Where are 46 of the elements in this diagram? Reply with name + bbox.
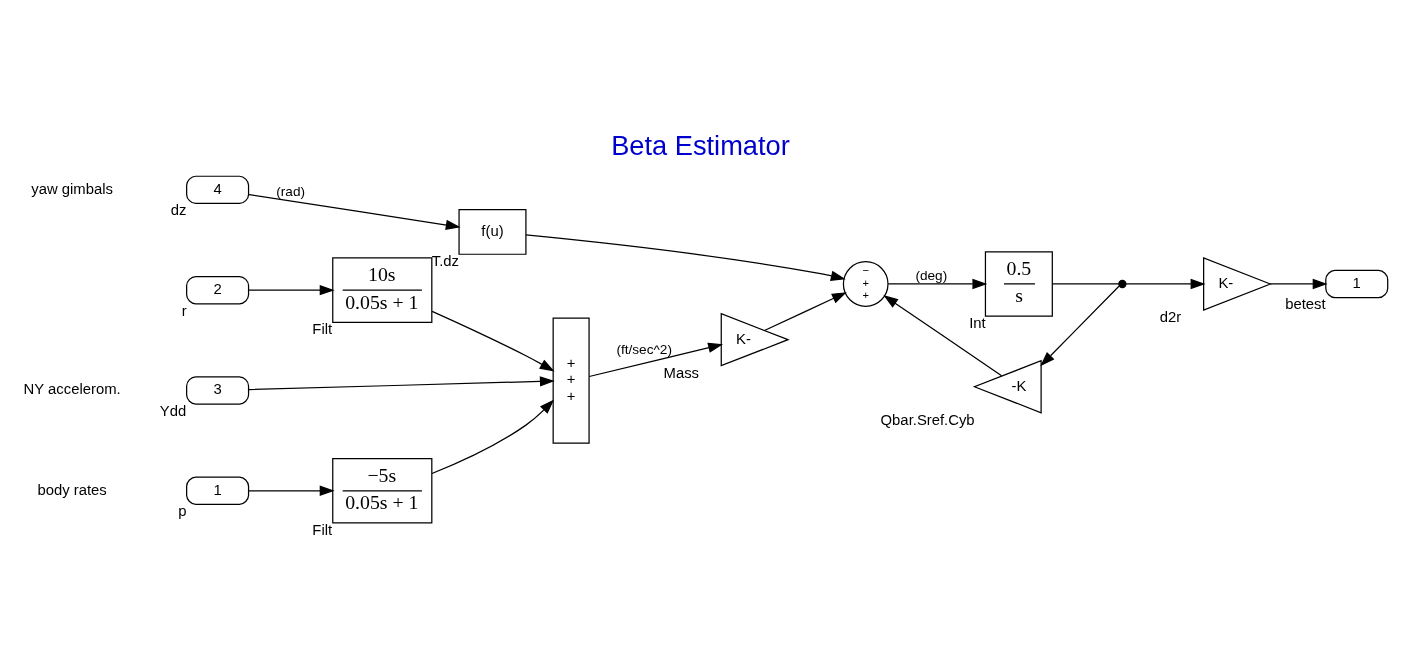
node-box: 4 — [186, 175, 250, 205]
node-label: T.dz — [431, 253, 460, 270]
arrow — [248, 376, 555, 391]
arrow — [247, 485, 335, 496]
node-label: Filt — [312, 321, 333, 338]
node-box: + + + — [552, 317, 590, 444]
node-box: f(u) — [458, 209, 527, 255]
node-label: Qbar.Sref.Cyb — [880, 411, 975, 428]
arrow — [525, 234, 846, 281]
node-label: betest — [1285, 296, 1326, 313]
arrow — [1040, 285, 1120, 367]
node-box: −5s 0.05s + 1 — [332, 457, 433, 524]
node-label: r — [181, 302, 187, 319]
node-circle: − + + — [842, 261, 889, 307]
label: yaw gimbals — [31, 180, 113, 197]
node-box: 3 — [186, 376, 250, 405]
node-label: Filt — [312, 521, 333, 538]
diagram-title: Beta Estimator — [611, 129, 790, 161]
node-label: Mass — [663, 364, 700, 381]
arrow — [588, 342, 723, 378]
node-box: 0.5 s — [984, 251, 1053, 317]
node-label: Int — [969, 315, 986, 332]
node-box: 1 — [1325, 269, 1389, 299]
node-box: 1 — [186, 476, 250, 505]
node-label: d2r — [1159, 308, 1182, 325]
label: body rates — [37, 481, 107, 498]
arrow — [887, 278, 988, 290]
node-box: 10s 0.05s + 1 — [332, 257, 433, 323]
node-label: p — [178, 503, 187, 520]
arrow — [248, 193, 461, 231]
arrow — [883, 295, 1003, 377]
edge-label: (ft/sec^2) — [616, 342, 672, 358]
node-label: dz — [170, 202, 187, 219]
edge-label: (deg) — [915, 268, 948, 284]
arrow — [431, 310, 555, 372]
node-box: 2 — [186, 275, 250, 305]
edge-label: (rad) — [276, 183, 306, 199]
connector — [1052, 283, 1120, 285]
node-point — [1118, 279, 1127, 289]
node-label: Ydd — [159, 402, 187, 419]
arrow — [431, 399, 555, 475]
label: NY accelerom. — [23, 381, 121, 398]
arrow — [763, 292, 847, 332]
arrow — [1269, 278, 1328, 290]
arrow — [1125, 278, 1206, 290]
arrow — [247, 284, 335, 296]
